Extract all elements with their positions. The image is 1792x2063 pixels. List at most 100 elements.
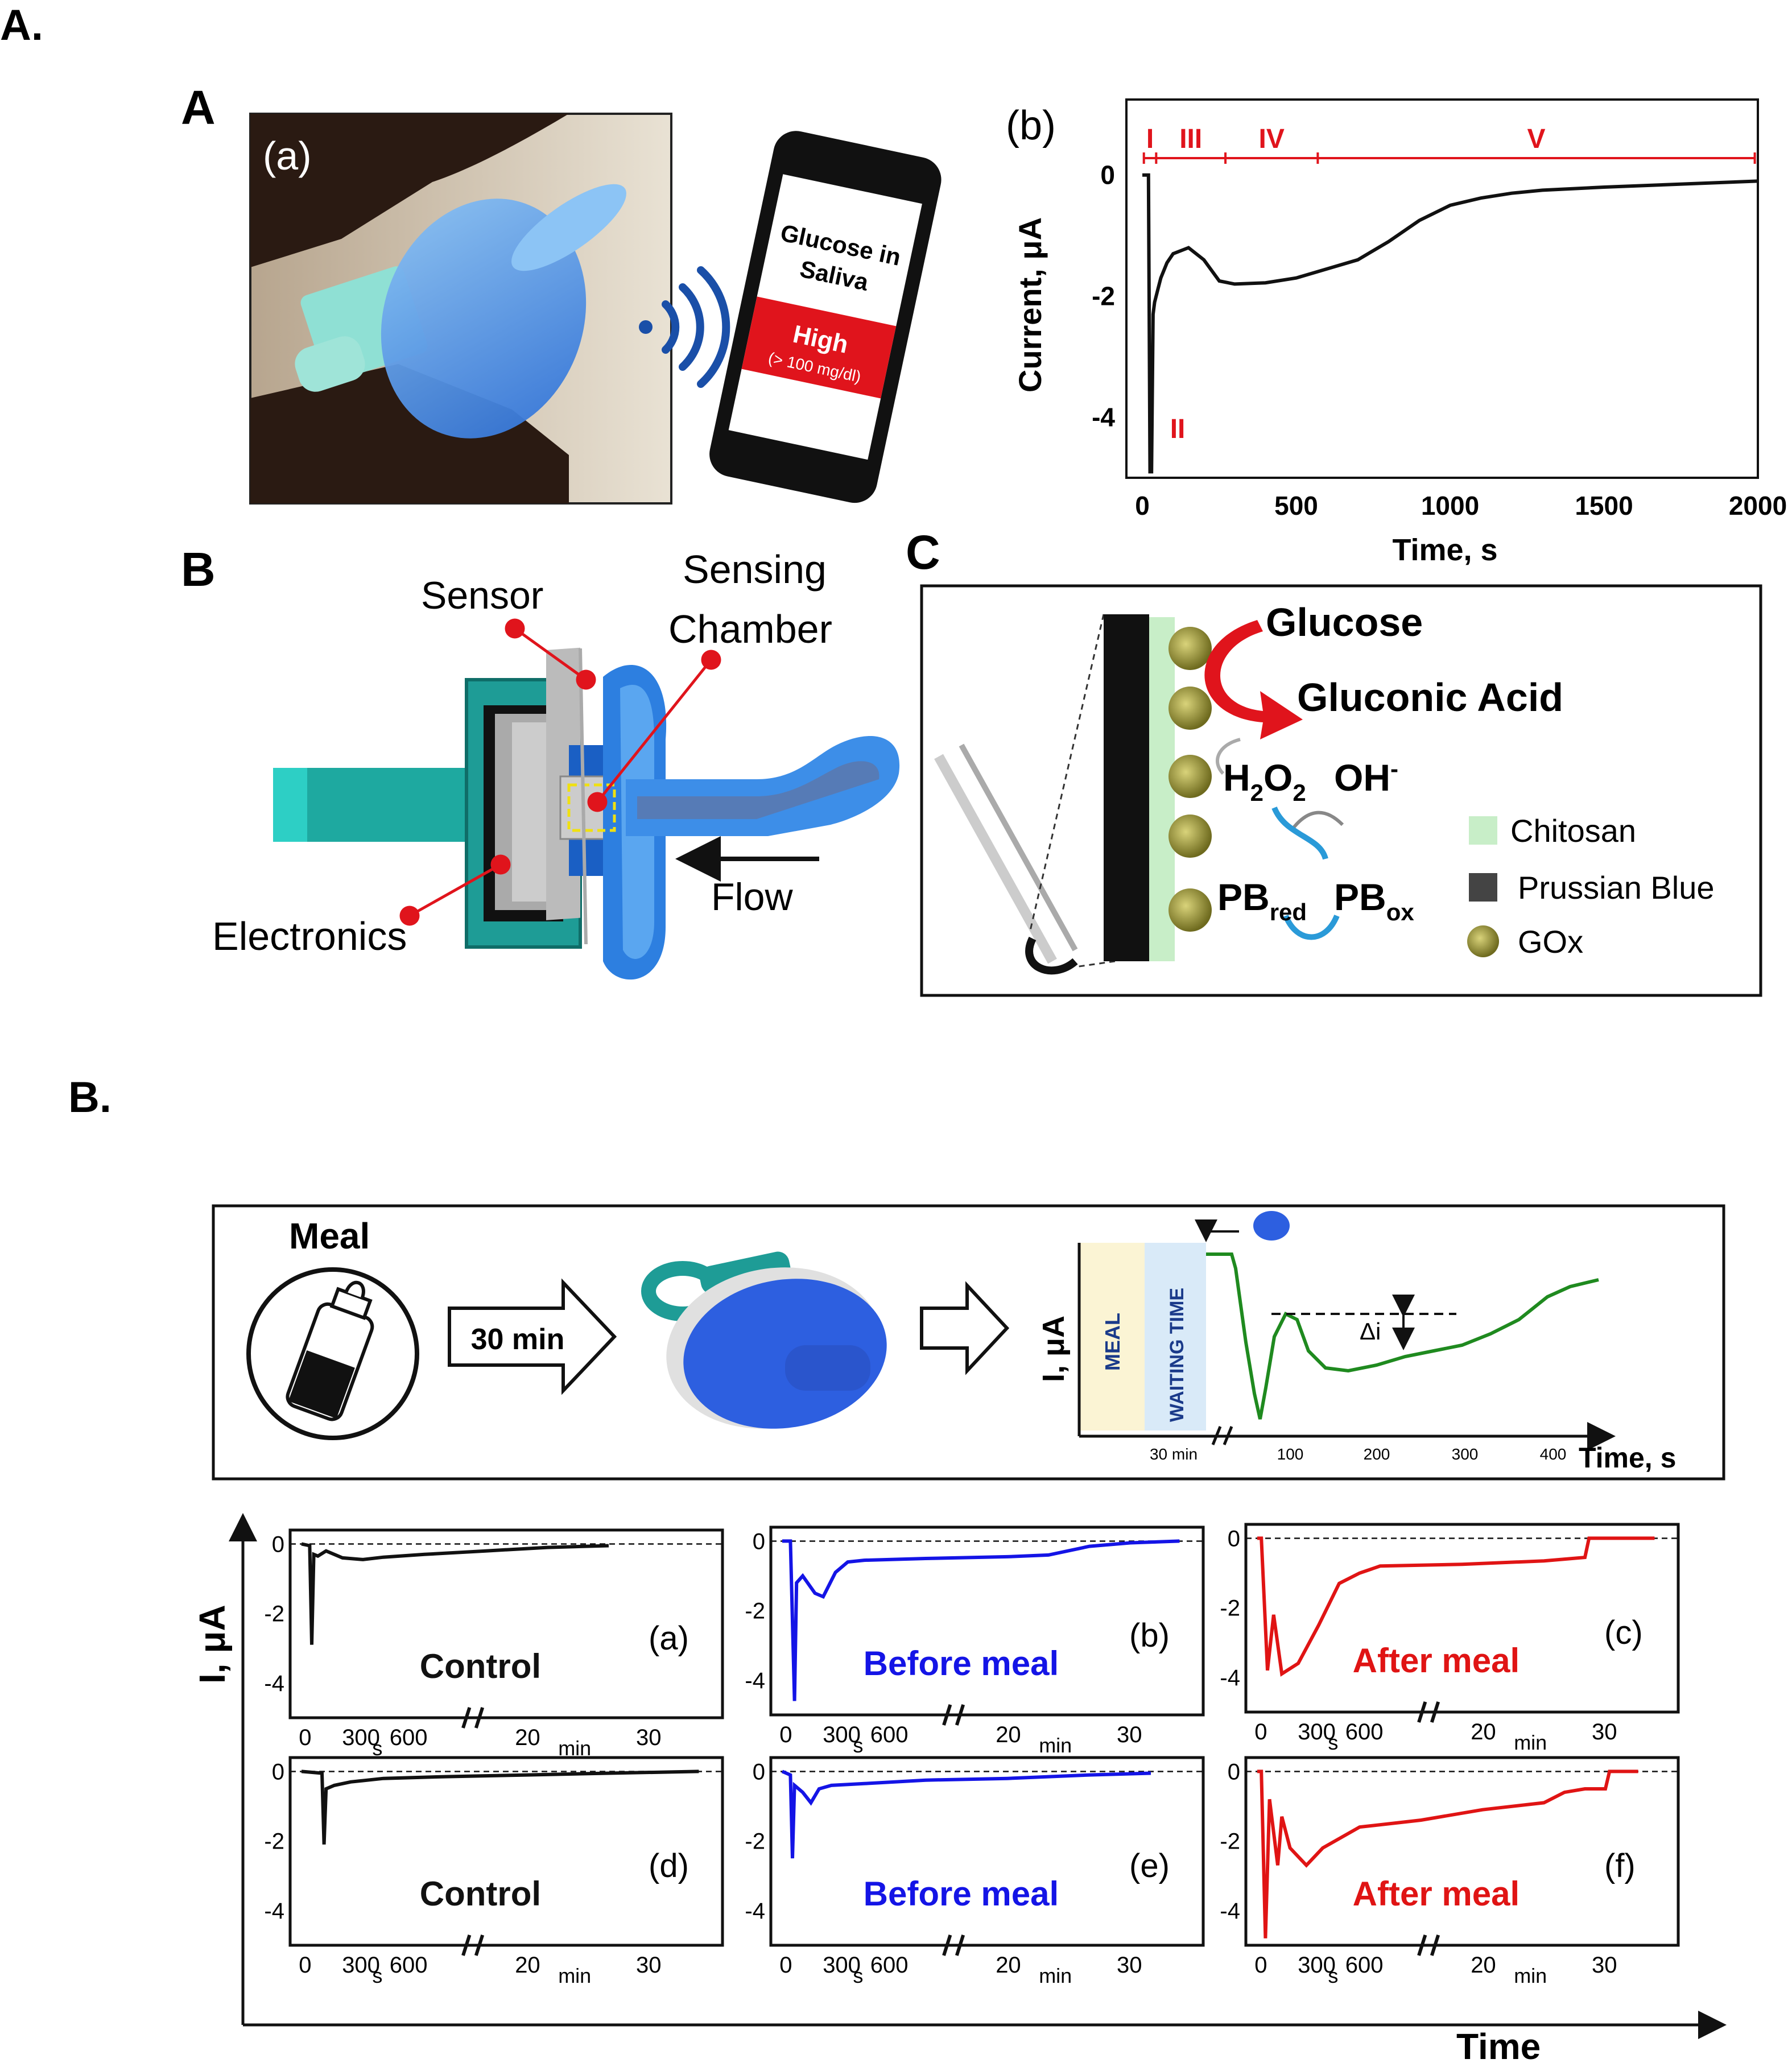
grid-xtick: 20 [996, 1722, 1021, 1747]
legend-gox-swatch [1467, 925, 1499, 957]
electrode-diagram: Glucose Gluconic Acid H2O2 OH- PBred PBo… [934, 600, 1715, 975]
schem-tick-300: 300 [1452, 1445, 1479, 1463]
grid-ylabel: I, μA [192, 1605, 233, 1684]
grid-xtick: 20 [1471, 1953, 1496, 1978]
wifi-icon [639, 266, 730, 388]
grid-axis-break [1417, 1701, 1440, 1723]
grid-xtick: 0 [779, 1722, 792, 1747]
wait-arrow-icon [448, 1278, 617, 1395]
grid-axis-break [461, 1934, 485, 1956]
grid-xtick: 30 [1117, 1722, 1142, 1747]
grid-xtick: 30 [1592, 1953, 1617, 1978]
label-pb-red: PBred [1217, 876, 1307, 925]
schem-curve [1206, 1252, 1599, 1420]
grid-xtick: 300 [342, 1953, 380, 1978]
grid-xtick: 20 [515, 1953, 540, 1978]
schem-tick-30min: 30 min [1150, 1445, 1198, 1463]
grid-unit-s: s [853, 1964, 863, 1987]
legend-chitosan: Chitosan [1510, 813, 1636, 849]
grid-ytick: -4 [1220, 1899, 1240, 1924]
grid-xtick: 300 [823, 1953, 861, 1978]
grid-series-line [782, 1539, 1180, 1701]
panel-c-frame [920, 584, 1762, 997]
grid-xtick: 300 [823, 1722, 861, 1747]
grid-axes: I, μA Time [192, 1513, 1727, 2063]
grid-unit-min: min [1514, 1964, 1547, 1987]
grid-xtick: 300 [1298, 1953, 1336, 1978]
schem-tick-100: 100 [1277, 1445, 1304, 1463]
grid-xtick: 20 [515, 1725, 540, 1750]
grid-unit-min: min [558, 1964, 591, 1987]
schematic-frame [212, 1204, 1725, 1481]
grid-axis-break [942, 1704, 965, 1726]
label-pb-ox: PBox [1334, 876, 1414, 925]
grid-ytick: 0 [272, 1532, 284, 1557]
grid-xtick: 600 [1345, 1953, 1384, 1978]
grid-unit-s: s [372, 1964, 382, 1987]
chart-b-xtick: 1500 [1575, 491, 1633, 520]
grid-chart-tag: (c) [1604, 1614, 1643, 1651]
grid-ytick: 0 [272, 1759, 284, 1784]
grid-series-line [301, 1770, 699, 1845]
grid-xtick: 300 [342, 1725, 380, 1750]
label-electronics: Electronics [212, 914, 407, 958]
grid-unit-s: s [1328, 1964, 1338, 1987]
phase-label: V [1527, 124, 1545, 154]
glucose-arrow [1204, 620, 1303, 739]
grid-xtick: 300 [1298, 1719, 1336, 1744]
bottle-icon [286, 1280, 374, 1421]
grid-chart-title: Before meal [864, 1875, 1059, 1913]
label-gluconic: Gluconic Acid [1297, 675, 1563, 720]
grid-ytick: -2 [264, 1829, 284, 1854]
grid-unit-min: min [1514, 1731, 1547, 1754]
grid-ytick: 0 [753, 1529, 765, 1554]
grid-unit-min: min [1039, 1734, 1072, 1757]
label-sensor: Sensor [421, 574, 543, 617]
grid-chart-tag: (d) [649, 1847, 689, 1884]
grid-chart-frame [1244, 1756, 1680, 1947]
grid-xtick: 600 [870, 1953, 909, 1978]
chart-b-ytick: 0 [1100, 160, 1115, 190]
grid-ytick: -2 [264, 1602, 284, 1627]
phone: Glucose in Saliva High (> 100 mg/dl) [709, 131, 942, 503]
grid-xtick: 30 [1592, 1719, 1617, 1744]
grid-unit-s: s [1328, 1731, 1338, 1754]
chart-b-ytick: -2 [1092, 282, 1115, 311]
waiting-band-label: WAITING TIME [1166, 1288, 1188, 1422]
grid-ytick: -4 [264, 1899, 284, 1924]
schematic: Meal 30 min MEAL WAITING TIME I, μA Time… [246, 1211, 1676, 1474]
pacifier-render [641, 1251, 887, 1429]
schem-ylabel: I, μA [1037, 1316, 1071, 1382]
small-pacifier-icon [1253, 1211, 1290, 1241]
phase-label-low: II [1170, 414, 1186, 444]
grid-chart-title: Control [420, 1647, 541, 1685]
legend-chitosan-swatch [1469, 816, 1497, 845]
grid-axis-break [1417, 1934, 1440, 1956]
grid-ytick: -2 [1220, 1596, 1240, 1621]
grid-ytick: -2 [745, 1829, 765, 1854]
grid-ytick: -2 [745, 1599, 765, 1624]
grid-axis-break [461, 1707, 485, 1729]
grid-unit-min: min [558, 1737, 591, 1760]
grid-chart-frame [769, 1525, 1205, 1717]
schem-xlabel: Time, s [1579, 1442, 1676, 1474]
grid-chart-tag: (f) [1604, 1847, 1636, 1884]
phase-label: IV [1259, 124, 1285, 154]
photo-label: (a) [263, 134, 312, 178]
grid-ytick: -4 [264, 1671, 284, 1696]
chart-b-xtick: 1000 [1421, 491, 1479, 520]
label-sensing: Sensing [683, 547, 827, 592]
wait-label: 30 min [471, 1323, 565, 1356]
next-arrow-icon [920, 1281, 1010, 1375]
grid-ytick: -2 [1220, 1829, 1240, 1854]
grid-ytick: 0 [753, 1759, 765, 1784]
grid-chart-title: After meal [1353, 1642, 1520, 1680]
chart-b-xtick: 2000 [1729, 491, 1787, 520]
label-chamber: Chamber [668, 607, 832, 651]
waiting-band [1145, 1243, 1206, 1431]
current-series-line [1142, 173, 1758, 474]
